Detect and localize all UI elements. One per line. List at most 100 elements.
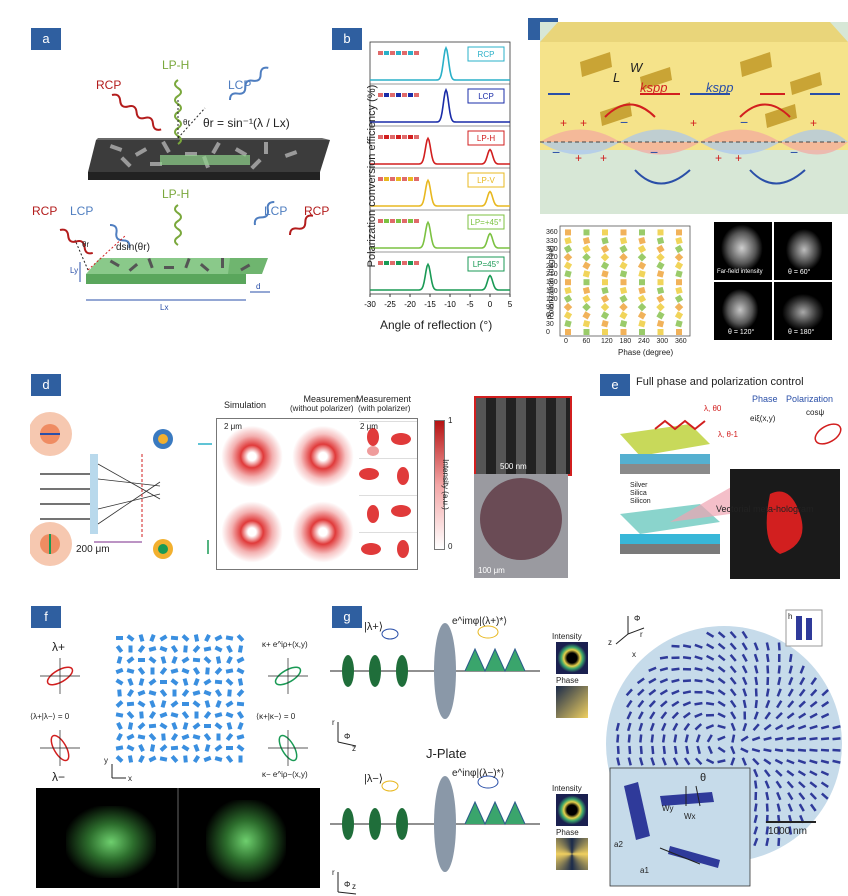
pillar (820, 712, 830, 719)
pillar (753, 768, 759, 778)
pillar (729, 642, 737, 651)
grid-unit-cell (601, 270, 609, 278)
grid-unit-cell (656, 253, 665, 262)
pillar (775, 769, 783, 777)
lcp2-label: LCP (70, 204, 94, 218)
measurement2-sub: (with polarizer) (358, 404, 411, 413)
pillar (821, 700, 830, 708)
series-legend-box (467, 88, 505, 104)
d-image-grid (216, 418, 418, 570)
dist-label: 200 μm (76, 544, 110, 555)
g-in1: |λ+⟩ (364, 621, 384, 633)
c-x-tick: 0 (564, 338, 568, 345)
pillar (788, 676, 794, 686)
pillar (776, 791, 782, 801)
svg-text:+: + (715, 151, 722, 165)
rcp3-label: RCP (304, 204, 330, 218)
far-field-image (714, 222, 772, 280)
pillar (694, 667, 703, 672)
pillar (764, 780, 770, 789)
panel-e-label: e (600, 374, 630, 396)
pillar (754, 676, 759, 686)
nanofin (160, 680, 167, 684)
grid-unit-cell (619, 320, 628, 328)
g-in2: |λ−⟩ (364, 773, 384, 785)
grid-unit-cell (674, 253, 684, 262)
c-y-tick: 30 (546, 320, 554, 328)
pillar (673, 745, 678, 755)
pillar (797, 748, 807, 752)
pillar (685, 745, 690, 755)
pillar (741, 653, 748, 662)
nanofin (137, 667, 146, 675)
c-x-tick: 120 (601, 338, 613, 345)
pillar (753, 814, 758, 824)
pillar (671, 689, 680, 695)
theta-60-image (774, 222, 832, 280)
nanofin (181, 744, 190, 752)
e-formula2: cosψ (806, 408, 825, 417)
c-kspp2-label: kspp (706, 80, 734, 95)
dsin-label: dsin(θr) (116, 242, 150, 253)
pillar (673, 734, 678, 743)
pillar (752, 757, 760, 766)
grid-unit-cell (564, 279, 571, 286)
nanofin (225, 678, 234, 686)
pillar (705, 758, 715, 765)
pillar (730, 745, 736, 755)
pillar (777, 665, 781, 674)
nanofin (170, 732, 179, 742)
f-lambda-minus: λ− (52, 770, 66, 784)
polarization-marker (378, 219, 419, 223)
h-h: h (788, 612, 793, 621)
pillar (751, 736, 761, 742)
nanofin (183, 645, 188, 653)
grid-unit-cell (619, 311, 628, 320)
h-z: z (608, 638, 612, 647)
nanofin (170, 678, 179, 686)
theta-180-image (774, 282, 832, 340)
pillar (742, 722, 748, 732)
grid-unit-cell (676, 329, 682, 335)
pillar (753, 826, 759, 835)
nanofin (236, 744, 245, 752)
nanofin (148, 678, 157, 686)
nanofin (237, 678, 244, 686)
nanofin (126, 656, 135, 664)
pillar (774, 748, 784, 753)
c-y-tick: 90 (546, 304, 554, 312)
pillar (776, 688, 782, 697)
pillar (682, 644, 692, 649)
pillar (777, 837, 781, 847)
panel-a-figure (59, 66, 330, 301)
pillar (626, 711, 633, 720)
c-y-tick: 270 (546, 254, 558, 262)
pillar (627, 757, 632, 766)
pillar (777, 653, 781, 663)
nanofin (115, 745, 124, 751)
pillar (662, 745, 666, 755)
scale-2um-label: 2 μm (224, 422, 242, 431)
pillar (820, 781, 829, 788)
nanofin (170, 755, 179, 763)
pillar (705, 666, 715, 673)
series-line-RCP (370, 45, 510, 81)
panel-e: e Full phase and polarization control λ,… (600, 364, 848, 588)
pillar (729, 699, 737, 708)
grid-unit-cell (674, 261, 684, 270)
h-wy: Wy (662, 804, 674, 813)
pillar (787, 700, 795, 709)
simulation-header: Simulation (224, 400, 267, 410)
nanofin (117, 689, 122, 697)
c-y-tick: 300 (546, 246, 558, 253)
nanofin (225, 668, 234, 674)
pillar (787, 792, 794, 801)
chart-b-ylabel: Polarization conversion efficiency (%) (366, 84, 378, 268)
pillar (637, 699, 645, 708)
pillar (753, 837, 759, 847)
nanofin (225, 635, 234, 641)
scale-2um-b-label: 2 μm (360, 422, 378, 431)
pillar (636, 677, 645, 685)
svg-text:+: + (580, 116, 587, 130)
series-legend-box (467, 130, 505, 146)
